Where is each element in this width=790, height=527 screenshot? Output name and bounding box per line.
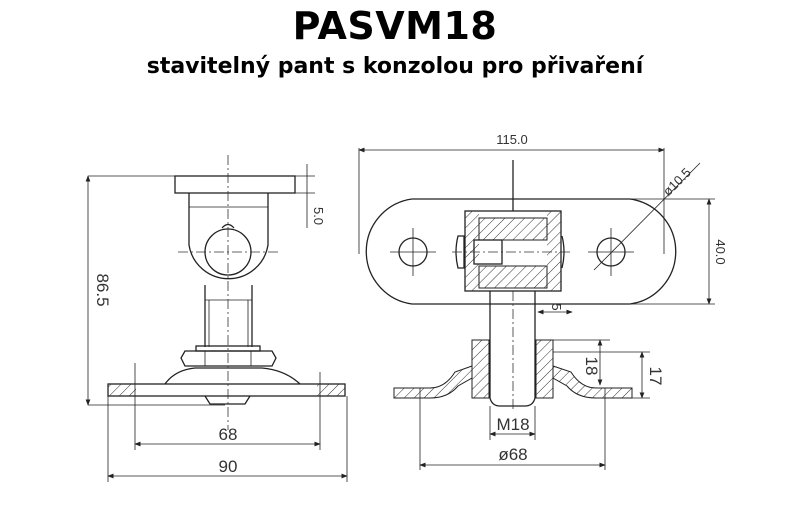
dim-plate-thickness: 5.0: [311, 207, 326, 225]
dim-nut-height: 18: [582, 357, 601, 376]
dim-base-height: 17: [646, 367, 665, 386]
dim-height-total: 86.5: [93, 273, 112, 306]
dim-hole-spacing: 68: [219, 425, 238, 444]
product-subtitle: stavitelný pant s konzolou pro přivaření: [146, 54, 644, 79]
product-title: PASVM18: [292, 4, 498, 48]
dim-base-diameter: ø68: [498, 445, 527, 464]
front-view: 115.0 ø10.5 40.0 5 18 17 M18 ø68: [358, 132, 728, 470]
dim-plate-height: 40.0: [713, 239, 728, 264]
dim-hole-diameter: ø10.5: [660, 165, 694, 199]
dim-plate-length: 115.0: [496, 132, 528, 147]
dim-thread: M18: [496, 415, 529, 434]
dim-gap: 5: [549, 303, 564, 310]
dim-base-width: 90: [219, 457, 238, 476]
side-view: 86.5 5.0 68 90: [85, 155, 348, 482]
